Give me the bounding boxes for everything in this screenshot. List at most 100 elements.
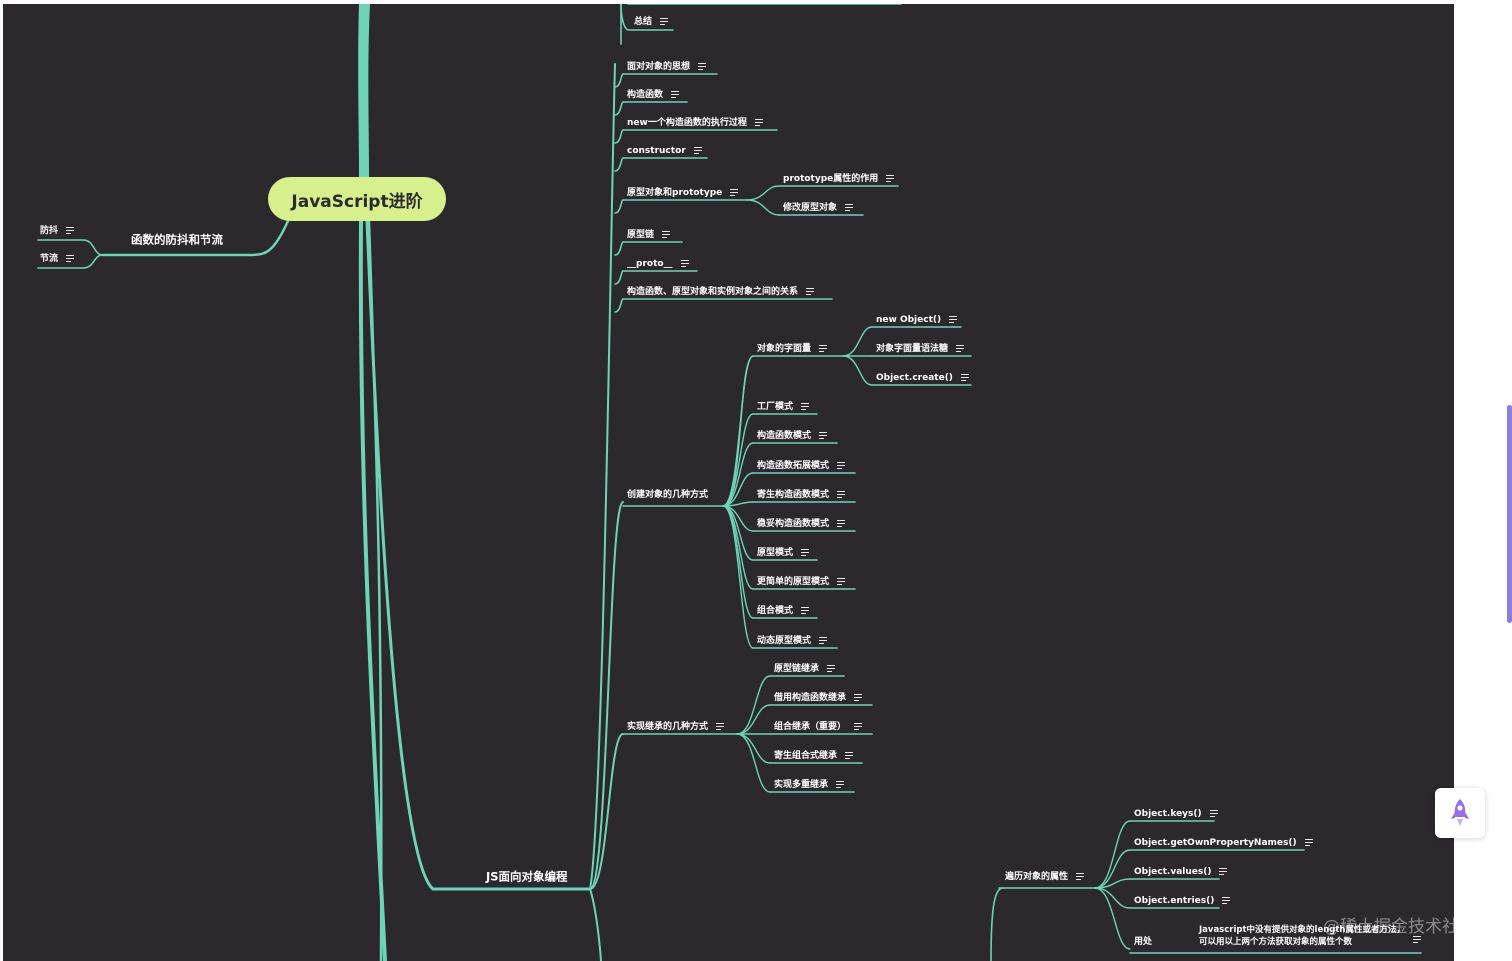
topic-label: 组合继承（重要） [774, 722, 847, 732]
topic-parasitic-combo[interactable]: 寄生组合式继承 [774, 750, 854, 763]
note-lines-icon[interactable] [1413, 936, 1421, 943]
note-lines-icon[interactable] [754, 118, 763, 126]
trunk-line [365, 219, 590, 891]
note-lines-icon[interactable] [819, 636, 828, 644]
topic-oop-sixiang[interactable]: 面对对象的思想 [627, 61, 707, 74]
note-lines-icon[interactable] [1076, 872, 1085, 880]
topic-proto-inherit[interactable]: 原型链继承 [774, 663, 836, 676]
topic-entries[interactable]: Object.entries() [1134, 895, 1231, 908]
topic-oop[interactable]: JS面向对象编程 [486, 870, 568, 883]
topic-gopn[interactable]: Object.getOwnPropertyNames() [1134, 837, 1313, 850]
scrollbar-thumb[interactable] [1507, 405, 1512, 623]
topic-dynamic-proto[interactable]: 动态原型模式 [757, 635, 828, 648]
topic-label: Object.getOwnPropertyNames() [1134, 838, 1297, 848]
branch-line [614, 101, 624, 116]
back-to-top-button[interactable] [1435, 788, 1485, 838]
topic-ctor-pattern[interactable]: 构造函数模式 [757, 430, 828, 443]
topic-label: 更简单的原型模式 [757, 577, 830, 587]
topic-keys[interactable]: Object.keys() [1134, 808, 1218, 821]
note-lines-icon[interactable] [949, 315, 958, 323]
topic-label: 对象的字面量 [757, 344, 812, 354]
note-lines-icon[interactable] [854, 693, 863, 701]
topic-constructor[interactable]: constructor [627, 145, 702, 158]
topic-parasitic-ctor[interactable]: 寄生构造函数模式 [757, 489, 846, 502]
branch-line [614, 73, 624, 88]
note-lines-icon[interactable] [837, 461, 846, 469]
note-lines-icon[interactable] [837, 519, 846, 527]
note-lines-icon[interactable] [1304, 838, 1313, 846]
branch-line [614, 241, 624, 256]
topic-ctor-ext[interactable]: 构造函数拓展模式 [757, 460, 846, 473]
topic-usage-note[interactable]: Javascript中没有提供对象的length属性或者方法，可以用以上两个方法… [1199, 924, 1421, 948]
note-lines-icon[interactable] [960, 373, 969, 381]
branch-line [722, 355, 754, 507]
root-topic-label: JavaScript进阶 [291, 191, 423, 212]
topic-proto-chain[interactable]: 原型链 [627, 229, 671, 242]
topic-proto-pattern[interactable]: 原型模式 [757, 547, 810, 560]
note-lines-icon[interactable] [671, 90, 680, 98]
topic-proto-obj[interactable]: 原型对象和prototype [627, 187, 739, 200]
note-lines-icon[interactable] [1222, 896, 1231, 904]
topic-label: Javascript中没有提供对象的length属性或者方法，可以用以上两个方法… [1199, 925, 1405, 947]
note-lines-icon[interactable] [827, 664, 836, 672]
note-lines-icon[interactable] [806, 287, 815, 295]
topic-literal[interactable]: 对象的字面量 [757, 343, 828, 356]
note-lines-icon[interactable] [66, 226, 75, 234]
topic-modify-proto[interactable]: 修改原型对象 [783, 202, 854, 215]
topic-combo-pattern[interactable]: 组合模式 [757, 605, 810, 618]
mindmap-links [37, 4, 1422, 961]
note-lines-icon[interactable] [845, 751, 854, 759]
root-topic[interactable]: JavaScript进阶 [268, 177, 446, 221]
note-lines-icon[interactable] [680, 259, 689, 267]
topic-create-ways[interactable]: 创建对象的几种方式 [627, 489, 708, 502]
topic-borrow-ctor[interactable]: 借用构造函数继承 [774, 692, 863, 705]
topic-multi-inherit[interactable]: 实现多重继承 [774, 779, 845, 792]
topic-dunder-proto[interactable]: __proto__ [627, 258, 689, 271]
note-lines-icon[interactable] [1209, 809, 1218, 817]
mindmap-canvas[interactable]: JavaScript进阶 总结函数的防抖和节流 防抖节流 JS面向对象编程 面对对象的… [3, 4, 1454, 961]
note-lines-icon[interactable] [801, 548, 810, 556]
topic-goujiao[interactable]: 构造函数 [627, 89, 680, 102]
note-lines-icon[interactable] [836, 780, 845, 788]
topic-inherit-ways[interactable]: 实现继承的几种方式 [627, 721, 725, 734]
topic-new-object[interactable]: new Object() [876, 314, 958, 327]
note-lines-icon[interactable] [730, 188, 739, 196]
note-lines-icon[interactable] [1219, 867, 1228, 875]
topic-simple-proto[interactable]: 更简单的原型模式 [757, 576, 846, 589]
note-lines-icon[interactable] [66, 254, 75, 262]
note-lines-icon[interactable] [819, 431, 828, 439]
topic-fangdou-jieliu[interactable]: 函数的防抖和节流 [131, 233, 223, 246]
topic-object-create[interactable]: Object.create() [876, 372, 969, 385]
topic-zongjie[interactable]: 总结 [634, 16, 669, 29]
topic-values[interactable]: Object.values() [1134, 866, 1228, 879]
topic-prototype-role[interactable]: prototype属性的作用 [783, 173, 895, 186]
note-lines-icon[interactable] [854, 722, 863, 730]
note-lines-icon[interactable] [662, 230, 671, 238]
topic-fangdou[interactable]: 防抖 [40, 225, 75, 238]
topic-jieliu[interactable]: 节流 [40, 253, 75, 266]
branch-line [722, 355, 754, 507]
note-lines-icon[interactable] [698, 62, 707, 70]
note-lines-icon[interactable] [660, 17, 669, 25]
note-lines-icon[interactable] [693, 146, 702, 154]
topic-combo-inherit[interactable]: 组合继承（重要） [774, 721, 863, 734]
topic-usage[interactable]: 用处 [1134, 936, 1152, 949]
note-lines-icon[interactable] [837, 490, 846, 498]
note-lines-icon[interactable] [837, 577, 846, 585]
note-lines-icon[interactable] [801, 606, 810, 614]
topic-relation[interactable]: 构造函数、原型对象和实例对象之间的关系 [627, 286, 815, 299]
note-lines-icon[interactable] [956, 344, 965, 352]
topic-durable-ctor[interactable]: 稳妥构造函数模式 [757, 518, 846, 531]
topic-label: 遍历对象的属性 [1005, 872, 1069, 882]
branch-line [614, 270, 624, 285]
topic-factory[interactable]: 工厂模式 [757, 401, 810, 414]
note-lines-icon[interactable] [886, 174, 895, 182]
note-lines-icon[interactable] [716, 722, 725, 730]
note-lines-icon[interactable] [801, 402, 810, 410]
topic-literal-sugar[interactable]: 对象字面量语法糖 [876, 343, 965, 356]
note-lines-icon[interactable] [819, 344, 828, 352]
topic-new-process[interactable]: new一个构造函数的执行过程 [627, 117, 763, 130]
note-lines-icon[interactable] [845, 203, 854, 211]
topic-traverse[interactable]: 遍历对象的属性 [1005, 871, 1085, 884]
topic-label: 构造函数模式 [757, 431, 812, 441]
